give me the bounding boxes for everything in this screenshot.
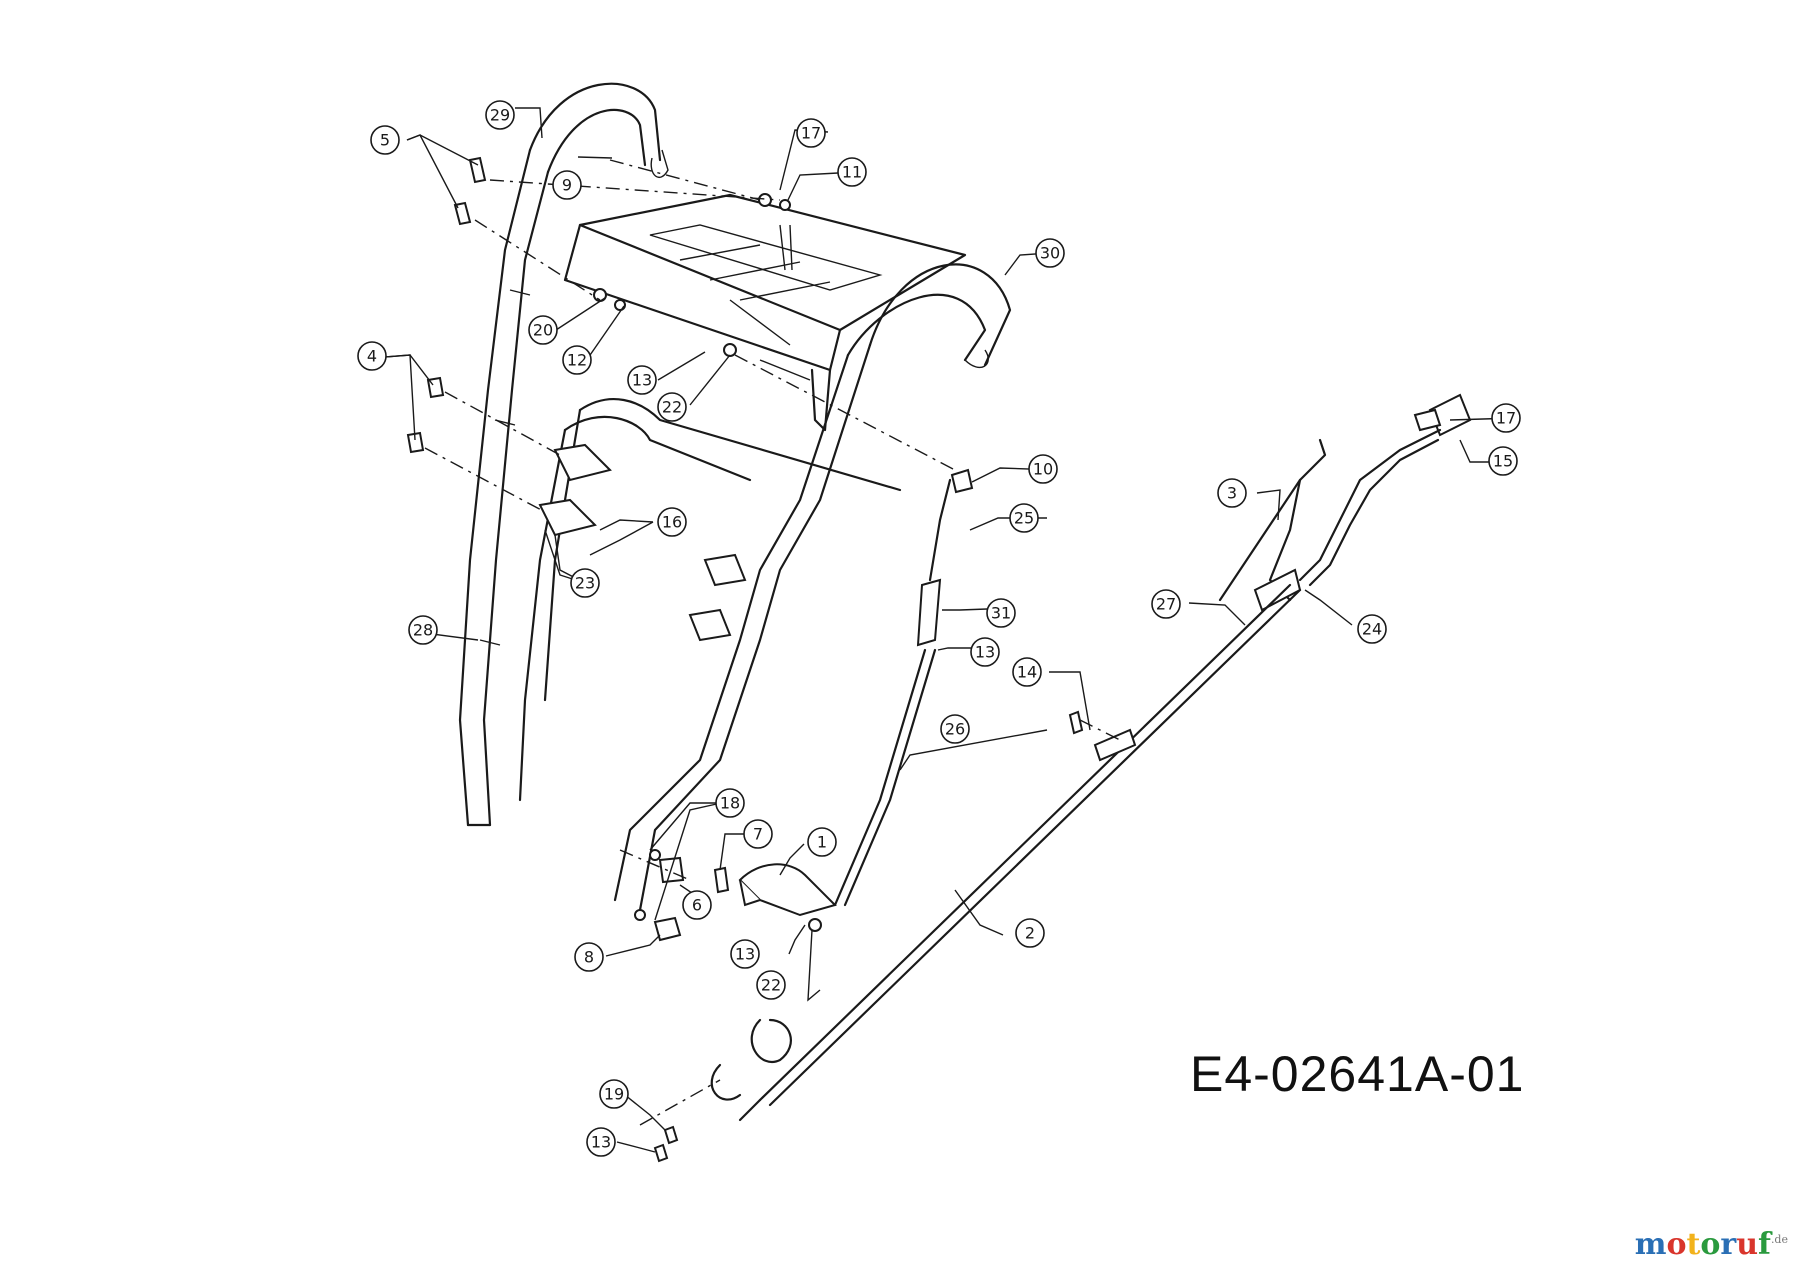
logo-letter: f [1758, 1227, 1771, 1262]
svg-text:16: 16 [662, 513, 682, 532]
callout-7: 7 [743, 819, 773, 849]
callout-3: 3 [1217, 478, 1247, 508]
logo-letter: u [1736, 1227, 1759, 1262]
svg-text:29: 29 [490, 106, 510, 125]
svg-text:13: 13 [591, 1133, 611, 1152]
svg-text:13: 13 [735, 945, 755, 964]
upper-handle-29 [458, 82, 669, 827]
svg-text:22: 22 [761, 976, 781, 995]
callout-15: 15 [1488, 446, 1518, 476]
callout-8: 8 [574, 942, 604, 972]
callout-2: 2 [1015, 918, 1045, 948]
leader-lines [371, 107, 1517, 1153]
svg-text:11: 11 [842, 163, 862, 182]
svg-text:26: 26 [945, 720, 965, 739]
callout-13-c: 13 [730, 939, 760, 969]
svg-text:7: 7 [753, 825, 763, 844]
svg-text:2: 2 [1025, 924, 1035, 943]
callout-13-a: 13 [627, 365, 657, 395]
svg-text:14: 14 [1017, 663, 1037, 682]
callout-24: 24 [1357, 614, 1387, 644]
callout-11: 11 [837, 157, 867, 187]
callout-13-d: 13 [586, 1127, 616, 1157]
console-panel [563, 193, 967, 432]
callout-29: 29 [485, 100, 515, 130]
logo-letter: o [1700, 1227, 1721, 1262]
callout-22-a: 22 [657, 392, 687, 422]
callout-19: 19 [599, 1079, 629, 1109]
svg-text:1: 1 [817, 833, 827, 852]
callout-30: 30 [1035, 238, 1065, 268]
callout-9: 9 [552, 170, 582, 200]
callout-31: 31 [986, 598, 1016, 628]
callout-23: 23 [570, 568, 600, 598]
svg-text:4: 4 [367, 347, 377, 366]
svg-text:15: 15 [1493, 452, 1513, 471]
callout-20: 20 [528, 315, 558, 345]
drawing-code: E4-02641A-01 [1190, 1046, 1525, 1102]
logo-letter: r [1720, 1227, 1737, 1262]
svg-text:20: 20 [533, 321, 553, 340]
svg-text:9: 9 [562, 176, 572, 195]
callout-5: 5 [370, 125, 400, 155]
svg-text:10: 10 [1033, 460, 1053, 479]
svg-text:13: 13 [975, 643, 995, 662]
svg-text:3: 3 [1227, 484, 1237, 503]
callout-14: 14 [1012, 657, 1042, 687]
svg-text:17: 17 [1496, 409, 1516, 428]
svg-text:24: 24 [1362, 620, 1382, 639]
callout-21: 17 [796, 118, 826, 148]
svg-text:6: 6 [692, 896, 702, 915]
callout-12: 12 [562, 345, 592, 375]
svg-text:23: 23 [575, 574, 595, 593]
callout-6: 6 [682, 890, 712, 920]
logo-letter: t [1686, 1227, 1701, 1262]
callout-1: 1 [807, 827, 837, 857]
svg-text:17: 17 [801, 124, 821, 143]
svg-text:8: 8 [584, 948, 594, 967]
svg-text:28: 28 [413, 621, 433, 640]
callout-18: 18 [715, 788, 745, 818]
svg-text:25: 25 [1014, 509, 1034, 528]
svg-text:13: 13 [632, 371, 652, 390]
callout-17: 17 [1491, 403, 1521, 433]
watermark-logo: motoruf.de [1635, 1227, 1788, 1262]
callout-28: 28 [408, 615, 438, 645]
cable-rod-assembly [710, 393, 1472, 1122]
logo-letter: o [1666, 1227, 1687, 1262]
callout-4: 4 [357, 341, 387, 371]
svg-text:18: 18 [720, 794, 740, 813]
svg-text:19: 19 [604, 1085, 624, 1104]
hardware [406, 156, 1442, 1163]
callout-10: 10 [1028, 454, 1058, 484]
svg-text:30: 30 [1040, 244, 1060, 263]
callout-16: 16 [657, 507, 687, 537]
svg-text:5: 5 [380, 131, 390, 150]
callout-27: 27 [1151, 589, 1181, 619]
assembly-lines [424, 159, 1121, 1126]
callout-26: 26 [940, 714, 970, 744]
callout-22-b: 22 [756, 970, 786, 1000]
svg-text:27: 27 [1156, 595, 1176, 614]
svg-text:31: 31 [991, 604, 1011, 623]
svg-text:12: 12 [567, 351, 587, 370]
logo-letter: m [1634, 1227, 1667, 1262]
callout-13-b: 13 [970, 637, 1000, 667]
svg-text:22: 22 [662, 398, 682, 417]
callout-25: 25 [1009, 503, 1039, 533]
logo-tld: .de [1770, 1233, 1788, 1246]
